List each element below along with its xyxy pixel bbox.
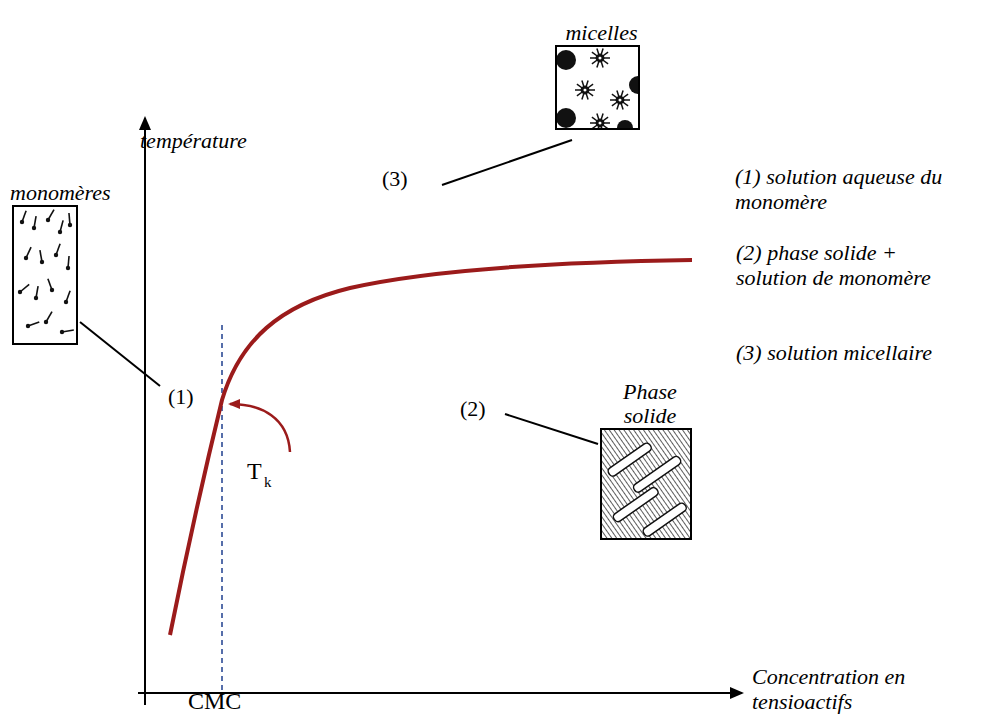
inset-title: monomères xyxy=(8,181,113,205)
micelle-inset: micelles xyxy=(555,45,640,130)
inset-title: Phase solide xyxy=(608,380,692,428)
y-axis xyxy=(144,118,146,705)
inset-title: micelles xyxy=(547,21,656,45)
axis-title: Concentration en tensioactifs xyxy=(752,664,992,715)
region-note: (3) solution micellaire xyxy=(736,340,936,365)
callout-number: (1) xyxy=(168,384,208,409)
krafft-point-arrow xyxy=(230,404,290,452)
monomer-strokes xyxy=(18,210,74,335)
micelle-shapes xyxy=(556,48,640,130)
krafft-subscript: k xyxy=(264,474,278,491)
cmc-line xyxy=(221,325,223,693)
leader-line xyxy=(80,322,160,386)
leader-line xyxy=(505,414,598,444)
krafft-curve xyxy=(170,260,692,635)
monomer-inset: monomères xyxy=(12,205,78,345)
solid-phase-picture xyxy=(600,428,692,540)
monomer-inset-ground xyxy=(12,205,78,345)
micelle-inset-ground xyxy=(555,45,640,130)
solid-phase-inset: Phase solide xyxy=(600,428,692,540)
callout-number: (2) xyxy=(460,396,500,421)
leader-line xyxy=(442,140,572,185)
callout-number: (3) xyxy=(382,166,422,191)
cmc-label: CMC xyxy=(188,688,268,716)
axis-title: température xyxy=(140,128,300,153)
region-note: (1) solution aqueuse du monomère xyxy=(735,164,1003,215)
region-note: (2) phase solide + solution de monomère xyxy=(736,240,956,291)
